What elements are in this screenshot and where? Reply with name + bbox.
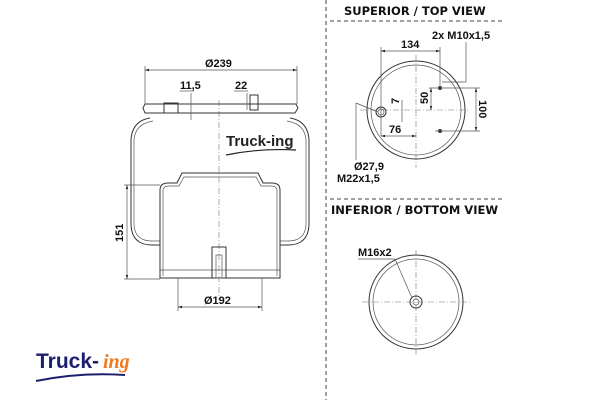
port-diameter: Ø27,9 <box>354 161 384 173</box>
bottom-view: INFERIOR / BOTTOM VIEW M16x2 <box>331 203 498 355</box>
logo-main: Truck- <box>36 350 99 373</box>
side-view: Ø239 11,5 22 151 Ø192 Truck-ing <box>114 58 310 311</box>
dim-100: 100 <box>476 100 488 118</box>
dim-height: 151 <box>114 224 126 242</box>
watermark-logo: Truck-ing <box>226 133 294 150</box>
top-view-title: SUPERIOR / TOP VIEW <box>344 4 486 18</box>
logo-script: ing <box>103 351 130 373</box>
mounting-stud <box>249 94 259 111</box>
dim-76: 76 <box>389 124 401 136</box>
air-fitting <box>163 102 179 114</box>
dim-offset-left: 11,5 <box>180 80 201 92</box>
top-plate <box>142 103 299 114</box>
bottom-view-title: INFERIOR / BOTTOM VIEW <box>331 203 498 217</box>
center-stud <box>409 295 423 309</box>
dim-offset-right: 22 <box>235 80 247 92</box>
thread-label: M16x2 <box>358 247 392 259</box>
port-thread: M22x1,5 <box>337 173 380 185</box>
dim-50: 50 <box>419 92 431 104</box>
dim-7: 7 <box>390 98 402 104</box>
top-view: SUPERIOR / TOP VIEW 134 2x M10x1,5 100 5… <box>330 4 505 185</box>
dim-piston-diameter: Ø192 <box>204 295 231 307</box>
bellows-left <box>130 117 160 246</box>
bellows-right <box>280 117 310 246</box>
piston <box>159 172 281 279</box>
dim-outer-diameter: Ø239 <box>205 58 232 70</box>
dim-bolt-spacing: 134 <box>401 39 420 51</box>
logo-swoosh <box>35 373 126 382</box>
bolt-label: 2x M10x1,5 <box>432 30 490 42</box>
brand-logo: Truck- ing <box>35 350 130 382</box>
